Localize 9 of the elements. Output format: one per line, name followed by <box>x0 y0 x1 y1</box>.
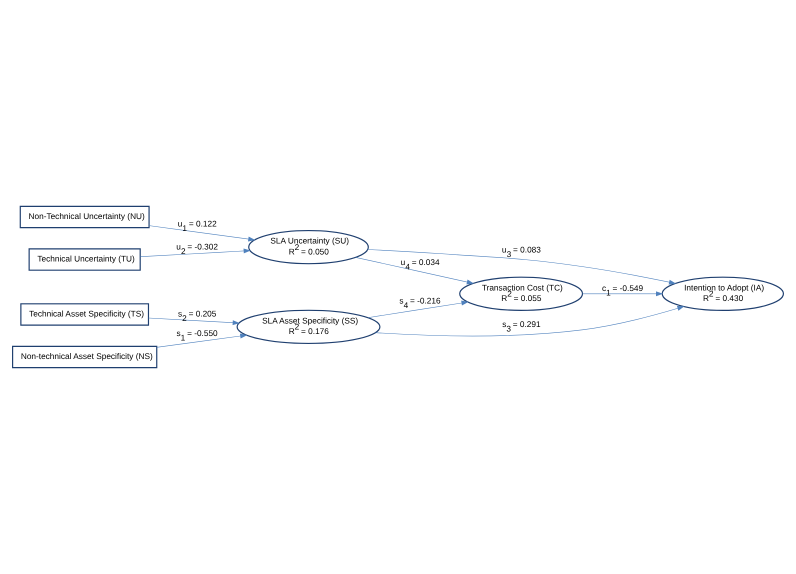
arrow <box>355 257 474 284</box>
arrow <box>140 248 251 257</box>
arrow <box>368 300 469 318</box>
arrow <box>156 334 248 348</box>
arrow <box>148 318 240 326</box>
arrow <box>582 291 664 296</box>
arrow <box>375 306 684 336</box>
arrow <box>367 249 676 285</box>
arrow <box>148 225 256 242</box>
